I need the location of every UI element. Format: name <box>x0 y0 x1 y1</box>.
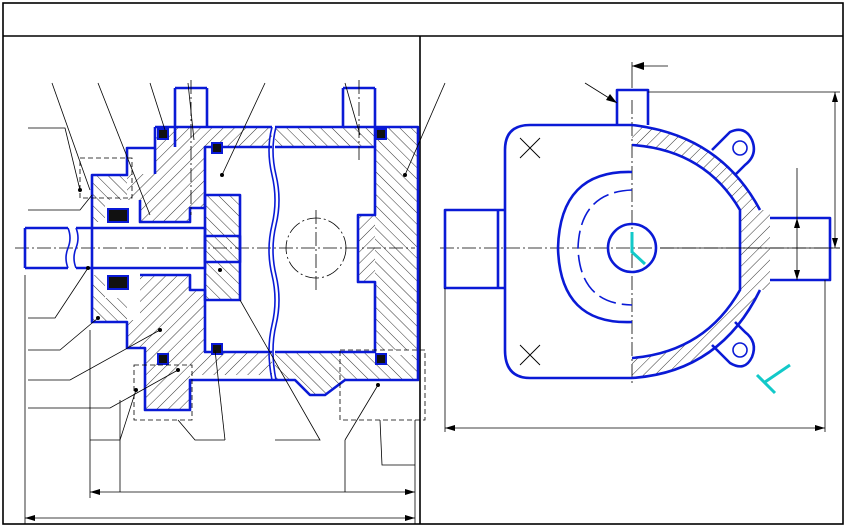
dimensions-side-view <box>444 91 840 432</box>
seal-ring <box>107 208 129 223</box>
part-leaders-top <box>51 82 446 216</box>
piston-hatch <box>205 195 240 300</box>
shaft-break <box>65 227 79 269</box>
cover-inner <box>275 145 377 354</box>
flange-hatch-lower <box>92 275 127 322</box>
seal-ring <box>157 353 169 365</box>
detail-box-bottom-left <box>133 364 193 421</box>
dimensions-front-view <box>24 275 416 524</box>
part-leaders-left <box>28 127 180 409</box>
side-section-hatch <box>632 125 770 378</box>
side-lug-upper <box>711 128 756 176</box>
side-port-left <box>443 208 505 290</box>
housing-inner-upper <box>138 145 272 224</box>
seals <box>107 128 387 365</box>
detail-box-left <box>79 157 133 199</box>
seal-ring <box>375 353 387 365</box>
cover-hatch-lower <box>275 352 418 395</box>
housing-hatch-upper <box>127 127 272 222</box>
piston-body <box>203 193 242 302</box>
side-central-bore <box>606 222 658 274</box>
section-marker <box>755 363 791 395</box>
cursor-marker <box>630 232 647 266</box>
cross-mark <box>519 344 541 366</box>
seal-ring <box>107 275 129 290</box>
side-lug-hole-upper <box>732 140 748 156</box>
side-lug-hole-lower <box>732 342 748 358</box>
side-inner-arc <box>556 170 633 324</box>
side-lug-lower <box>711 321 756 368</box>
end-cap-hatch <box>358 215 375 282</box>
side-inner-ring <box>631 143 742 360</box>
flange-hatch-upper <box>92 175 127 222</box>
break-line-right <box>272 126 280 381</box>
cover-hatch-upper <box>275 127 418 350</box>
seal-ring <box>375 128 387 140</box>
cross-mark <box>519 137 541 159</box>
housing-hatch-lower <box>127 275 272 410</box>
side-view <box>440 62 840 432</box>
side-port-top <box>615 88 650 125</box>
detail-box-bottom-right <box>339 349 426 421</box>
sectional-front-view <box>15 80 446 524</box>
side-inner-arc-dashed <box>577 189 633 306</box>
side-body-outline <box>503 123 632 380</box>
shaft-outline <box>23 226 207 270</box>
seal-ring <box>211 343 223 355</box>
side-body-section-outline <box>631 123 762 380</box>
side-port-right <box>770 216 832 282</box>
break-line-left <box>268 126 276 381</box>
seal-ring <box>157 128 169 140</box>
seal-ring <box>211 142 223 154</box>
